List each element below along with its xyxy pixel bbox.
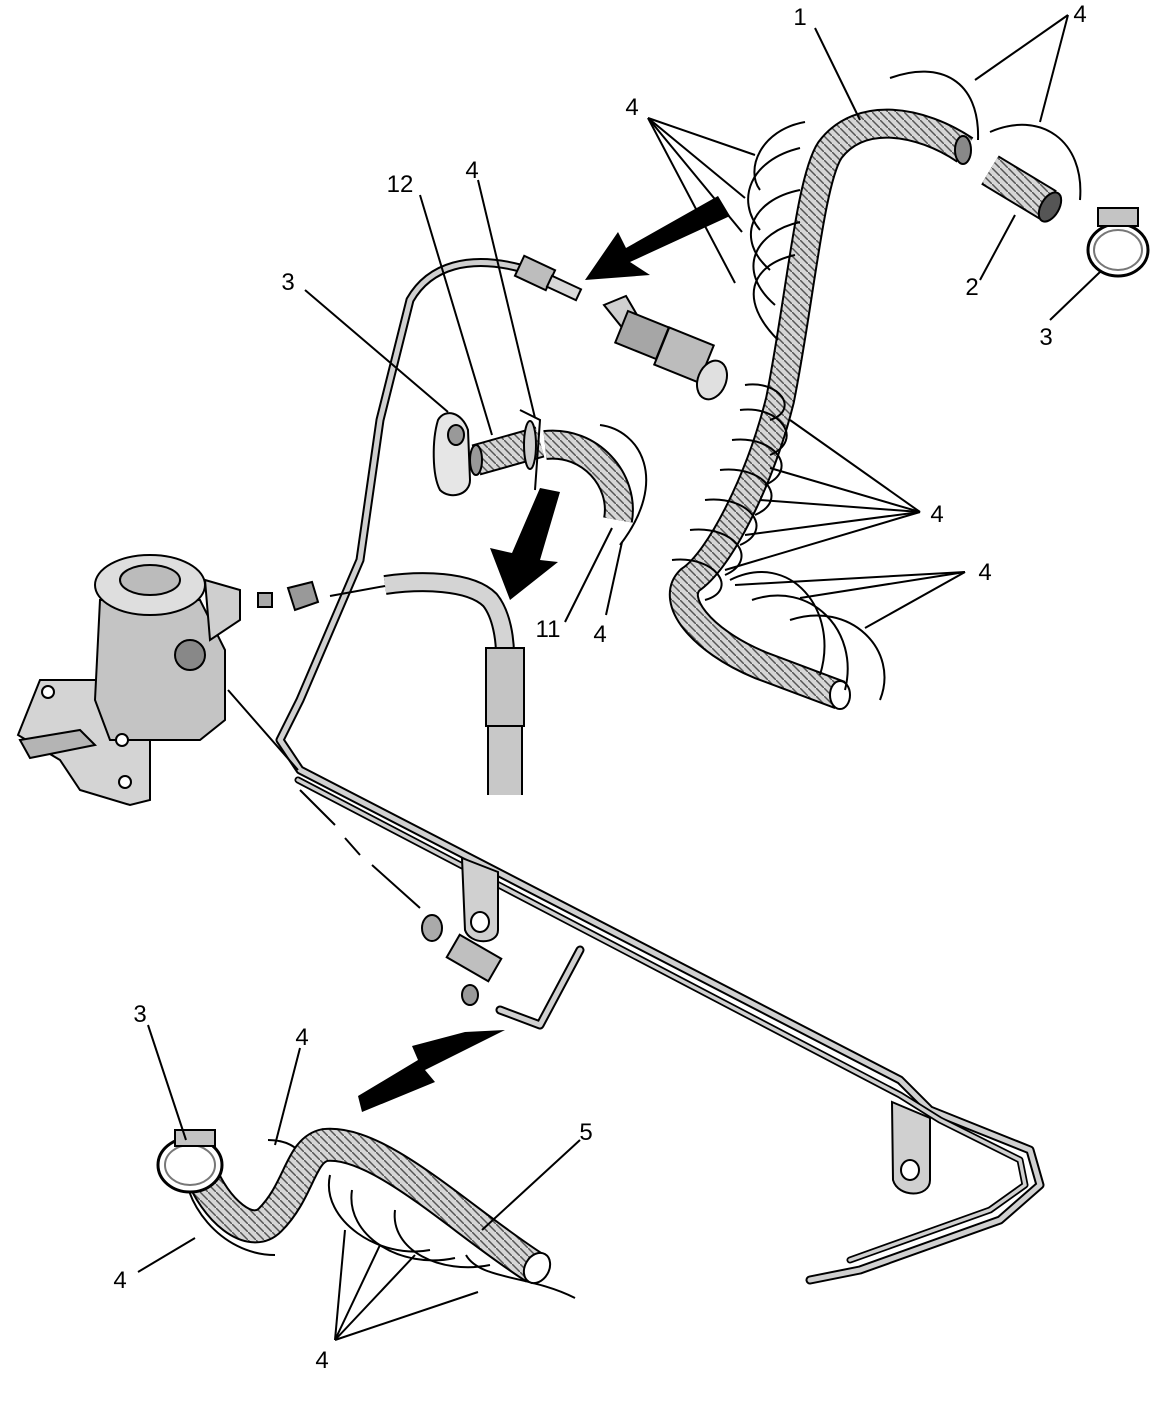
hose-clamp-bottom [156,1129,224,1194]
callout-labels: 1 4 4 12 4 3 2 3 4 4 11 4 3 4 5 4 4 [113,1,1086,1374]
leader-lines [137,14,1101,1341]
callout-2: 2 [965,274,978,301]
hose-11 [543,429,634,523]
flexible-fuel-line [383,572,523,795]
direction-arrows [358,196,730,1112]
arrow-upper [585,196,730,280]
cable-ties [183,70,1082,1299]
line-link [329,585,386,597]
callout-4-top-left: 4 [625,94,638,121]
lower-connector [421,914,503,1006]
sensor-switch [602,294,728,401]
rigid-fuel-pipe [275,258,1045,1285]
callout-4-hose11: 4 [593,621,606,648]
hose-12 [469,420,545,476]
callout-1: 1 [793,4,806,31]
hose-2 [981,155,1063,223]
pipe-bracket-upper [460,856,499,943]
line-sleeve [485,647,525,727]
callout-12: 12 [387,171,414,198]
pump-fittings [257,580,320,612]
hose-clamp-clip-upper [432,412,472,497]
hose-clamp-right [1086,207,1150,278]
arrow-lower [358,1030,505,1112]
hose-5 [184,1127,552,1285]
callout-3-bottom: 3 [133,1001,146,1028]
callout-4-top-right: 4 [1073,1,1086,28]
callout-4-bottom-left-upper: 4 [295,1024,308,1051]
fuel-lift-pump [16,554,241,807]
alignment-line [227,689,421,909]
pipe-bracket-lower [890,1100,931,1195]
callout-11: 11 [536,616,561,643]
callout-4-bottom: 4 [315,1347,328,1374]
callout-3-upper: 3 [281,269,294,296]
callout-5: 5 [579,1119,592,1146]
callout-3-right: 3 [1039,324,1052,351]
pipe-union-top [513,254,583,302]
callout-4-right-lower: 4 [978,559,991,586]
callout-4-mid: 4 [465,157,478,184]
arrow-middle [490,488,560,600]
callout-4-right-cluster: 4 [930,501,943,528]
callout-4-bottom-left-lower: 4 [113,1267,126,1294]
